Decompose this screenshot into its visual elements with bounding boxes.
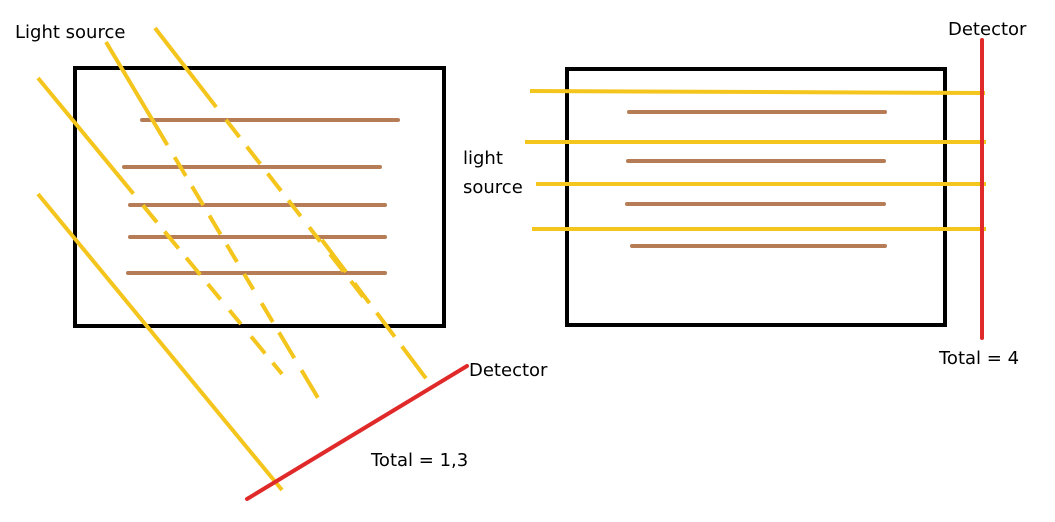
right-light-rays <box>525 89 986 231</box>
right-panel: light source Detector Total = 4 <box>463 19 1027 369</box>
left-detector-label: Detector <box>469 360 548 381</box>
right-layers <box>625 110 887 248</box>
left-light-rays <box>36 26 448 492</box>
left-layers <box>122 118 400 275</box>
light-ray <box>36 76 284 376</box>
right-detector-label: Detector <box>948 19 1027 40</box>
light-ray <box>153 26 414 362</box>
light-ray <box>529 89 986 95</box>
left-total-label: Total = 1,3 <box>370 450 468 471</box>
right-source-label-line1: light <box>463 148 503 169</box>
right-sample-box <box>565 67 947 327</box>
left-sample-box <box>73 66 446 328</box>
right-source-label-line2: source <box>463 177 523 198</box>
light-ray <box>36 192 284 492</box>
right-total-label: Total = 4 <box>938 348 1019 369</box>
light-ray <box>320 238 448 407</box>
left-detector <box>245 364 469 501</box>
light-ray <box>104 40 357 462</box>
left-source-label: Light source <box>15 22 125 43</box>
left-panel: Light source Detector Total = 1,3 <box>15 22 548 501</box>
